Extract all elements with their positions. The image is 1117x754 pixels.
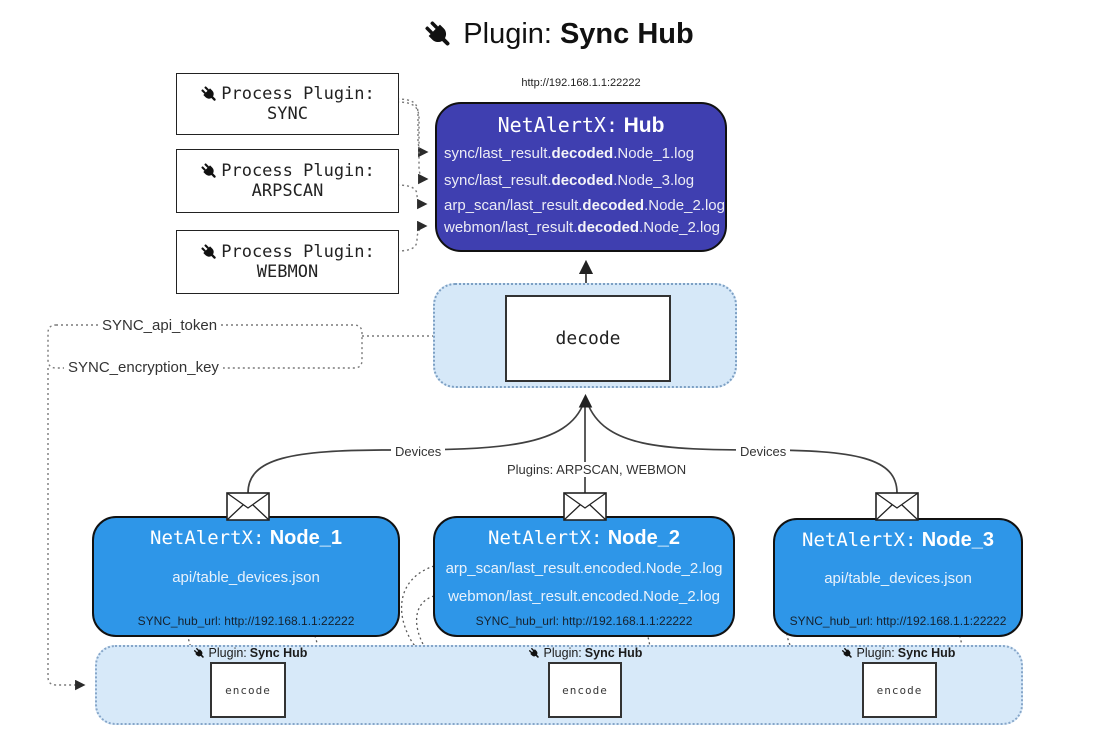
encoder-label-prefix: Plugin: <box>543 646 582 660</box>
node-title-mono: NetAlertX: <box>150 527 265 549</box>
hub-log-line: sync/last_result.decoded.Node_1.log <box>444 145 721 163</box>
edge-label-plugins: Plugins: ARPSCAN, WEBMON <box>503 462 691 477</box>
encode2-box: encode <box>548 662 622 718</box>
hub-url: http://192.168.1.1:22222 <box>521 77 641 89</box>
page-title: Plugin: Sync Hub <box>0 18 1117 51</box>
log-post: .Node_1.log <box>613 145 695 162</box>
encoder1-label: Plugin: Sync Hub <box>180 646 320 660</box>
encoder3-label: Plugin: Sync Hub <box>828 646 968 660</box>
encoder-label-prefix: Plugin: <box>856 646 895 660</box>
hub-log-line: webmon/last_result.decoded.Node_2.log <box>444 219 721 237</box>
node2-file: arp_scan/last_result.encoded.Node_2.log <box>445 560 723 577</box>
plug-icon <box>841 647 852 658</box>
log-pre: sync/last_result. <box>444 172 552 189</box>
sync-api-token-label: SYNC_api_token <box>98 317 222 334</box>
log-post: .Node_3.log <box>613 172 695 189</box>
edge-label-devices-left: Devices <box>391 444 446 459</box>
log-bold: decoded <box>551 172 614 189</box>
encode1-box: encode <box>210 662 286 718</box>
node2-file: webmon/last_result.encoded.Node_2.log <box>448 588 720 605</box>
node1-file: api/table_devices.json <box>172 569 320 586</box>
node3-title: NetAlertX: Node_3 <box>775 529 1021 552</box>
plug-icon <box>201 85 216 101</box>
process-plugin-name: SYNC <box>267 104 308 124</box>
plug-icon <box>193 647 204 658</box>
log-pre: webmon/last_result. <box>444 219 578 236</box>
node1-box: NetAlertX: Node_1 api/table_devices.json… <box>92 516 400 637</box>
encoder-label-bold: Sync Hub <box>584 646 643 660</box>
encoder-label-prefix: Plugin: <box>208 646 247 660</box>
log-bold: decoded <box>577 219 640 236</box>
title-bold: Sync Hub <box>559 18 694 50</box>
plug-icon <box>201 162 216 178</box>
edge-label-devices-right: Devices <box>736 444 791 459</box>
node2-box: NetAlertX: Node_2 arp_scan/last_result.e… <box>433 516 735 637</box>
process-plugin-name: WEBMON <box>256 262 319 282</box>
hub-title: NetAlertX: Hub <box>437 113 725 138</box>
envelope-icon <box>226 492 270 521</box>
plugin-to-hub-links <box>396 98 429 252</box>
process-plugin-webmon-box: Process Plugin: WEBMON <box>176 230 399 294</box>
process-plugin-label: Process Plugin: <box>221 84 375 104</box>
envelope-icon <box>875 492 919 521</box>
hub-box: NetAlertX: Hub sync/last_result.decoded.… <box>435 102 727 252</box>
sync-encryption-key-label: SYNC_encryption_key <box>64 359 223 376</box>
hub-title-bold: Hub <box>623 114 665 137</box>
node3-box: NetAlertX: Node_3 api/table_devices.json… <box>773 518 1023 637</box>
plug-icon <box>528 647 539 658</box>
log-bold: decoded <box>582 197 645 214</box>
log-pre: sync/last_result. <box>444 145 552 162</box>
node-title-bold: Node_3 <box>921 529 994 551</box>
encoder2-label: Plugin: Sync Hub <box>515 646 655 660</box>
node3-file: api/table_devices.json <box>824 570 972 587</box>
process-plugin-label: Process Plugin: <box>221 161 375 181</box>
log-post: .Node_2.log <box>644 197 725 214</box>
title-prefix: Plugin: <box>463 18 552 50</box>
encode-label: encode <box>225 683 271 697</box>
hub-title-mono: NetAlertX: <box>497 113 619 137</box>
nodes-to-decode-curves <box>247 393 898 494</box>
plug-icon <box>425 20 450 45</box>
node2-title: NetAlertX: Node_2 <box>435 527 733 550</box>
process-plugin-sync-box: Process Plugin: SYNC <box>176 73 399 135</box>
decode-box: decode <box>505 295 671 382</box>
node2-hub-url: SYNC_hub_url: http://192.168.1.1:22222 <box>475 614 693 628</box>
node1-hub-url: SYNC_hub_url: http://192.168.1.1:22222 <box>137 614 355 628</box>
node1-title: NetAlertX: Node_1 <box>94 527 398 550</box>
process-plugin-label: Process Plugin: <box>221 242 375 262</box>
encoder-label-bold: Sync Hub <box>897 646 956 660</box>
node-title-mono: NetAlertX: <box>488 527 603 549</box>
process-plugin-arpscan-box: Process Plugin: ARPSCAN <box>176 149 399 213</box>
envelope-icon <box>563 492 607 521</box>
log-post: .Node_2.log <box>639 219 720 236</box>
node-title-bold: Node_2 <box>607 527 680 549</box>
process-plugin-name: ARPSCAN <box>251 181 324 201</box>
log-bold: decoded <box>551 145 614 162</box>
hub-log-line: sync/last_result.decoded.Node_3.log <box>444 172 721 190</box>
node-title-mono: NetAlertX: <box>802 529 917 551</box>
encode-label: encode <box>876 683 923 697</box>
encode3-box: encode <box>862 662 937 718</box>
plug-icon <box>201 243 216 259</box>
log-pre: arp_scan/last_result. <box>444 197 583 214</box>
decode-label: decode <box>555 328 621 349</box>
node-title-bold: Node_1 <box>269 527 342 549</box>
node3-hub-url: SYNC_hub_url: http://192.168.1.1:22222 <box>789 614 1007 628</box>
hub-log-line: arp_scan/last_result.decoded.Node_2.log <box>444 197 725 215</box>
encode-label: encode <box>562 683 608 697</box>
encoder-label-bold: Sync Hub <box>249 646 308 660</box>
